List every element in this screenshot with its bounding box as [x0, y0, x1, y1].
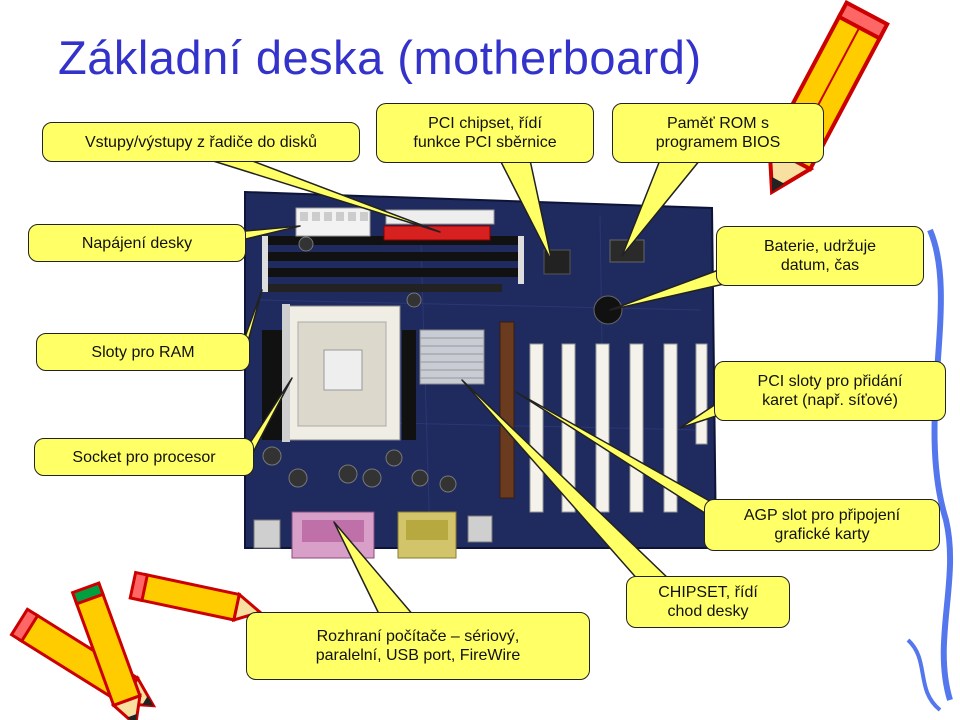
page-title: Základní deska (motherboard) — [58, 31, 702, 84]
callout-ports: Rozhraní počítače – sériový, paralelní, … — [246, 612, 590, 680]
chipset-heatsink — [419, 329, 485, 385]
pencils-icon — [9, 570, 264, 720]
cpu-socket — [282, 304, 401, 442]
decorative-stroke — [927, 228, 954, 701]
callout-rom-bios: Paměť ROM s programem BIOS — [612, 103, 824, 163]
callout-pci-slots: PCI sloty pro přidání karet (např. síťov… — [714, 361, 946, 421]
callout-agp-slot: AGP slot pro připojení grafické karty — [704, 499, 940, 551]
ide-connector-primary — [383, 225, 491, 241]
callout-io-disk: Vstupy/výstupy z řadiče do disků — [42, 122, 360, 162]
callout-cpu-socket: Socket pro procesor — [34, 438, 254, 476]
cmos-battery — [593, 295, 623, 325]
callout-pci-chipset: PCI chipset, řídí funkce PCI sběrnice — [376, 103, 594, 163]
bios-chip — [609, 239, 645, 263]
callout-power: Napájení desky — [28, 224, 246, 262]
callout-chipset: CHIPSET, řídí chod desky — [626, 576, 790, 628]
agp-slot — [499, 321, 515, 499]
callout-battery: Baterie, udržuje datum, čas — [716, 226, 924, 286]
callout-ram-slots: Sloty pro RAM — [36, 333, 250, 371]
pci-chip — [543, 249, 571, 275]
ide-connector-secondary — [385, 209, 495, 225]
